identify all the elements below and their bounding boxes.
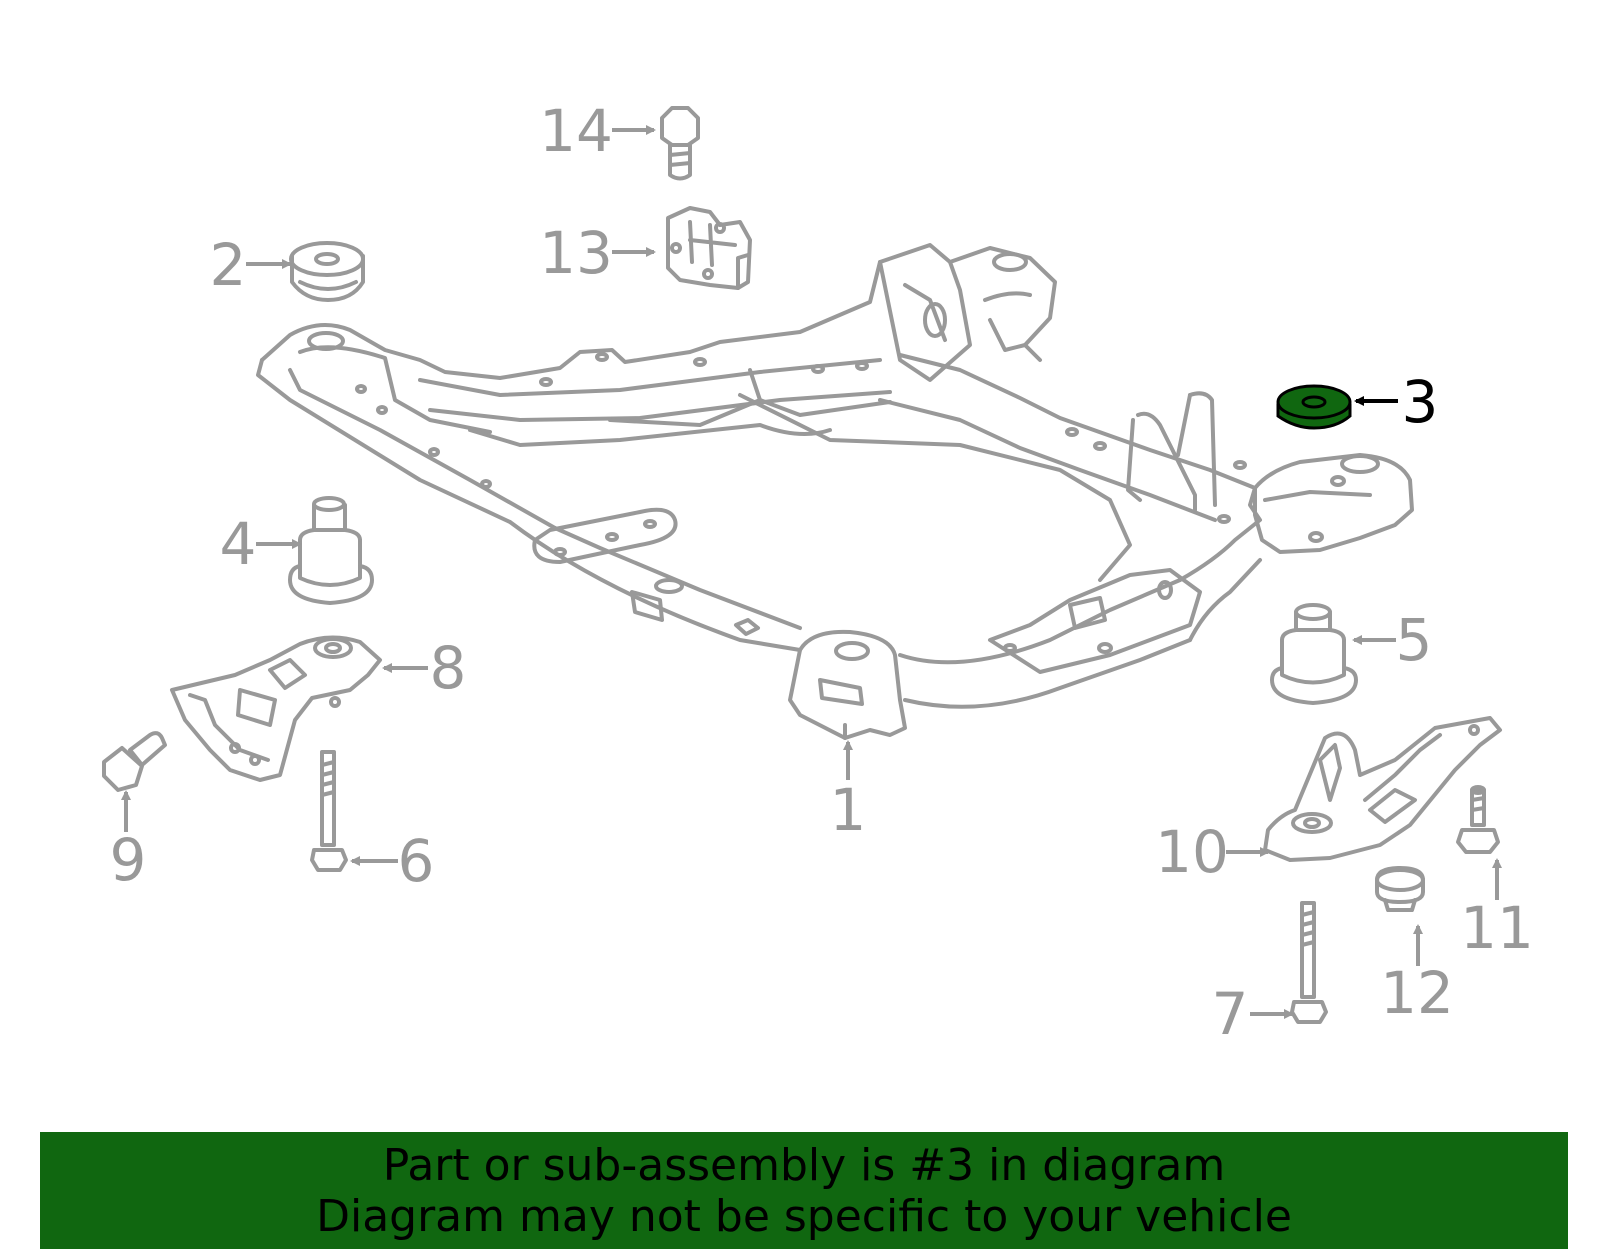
callout-label-5: 5 xyxy=(1396,606,1433,674)
bolt-part-14[interactable] xyxy=(660,106,700,181)
callout-label-12: 12 xyxy=(1380,959,1454,1027)
callout-label-3: 3 xyxy=(1402,368,1439,436)
bushing-part-5[interactable] xyxy=(1270,603,1358,705)
callout-label-7: 7 xyxy=(1212,980,1249,1048)
banner-line-2: Diagram may not be specific to your vehi… xyxy=(316,1190,1292,1242)
callout-label-10: 10 xyxy=(1155,818,1229,886)
nut-part-12[interactable] xyxy=(1375,866,1425,912)
banner-line-1: Part or sub-assembly is #3 in diagram xyxy=(382,1139,1226,1191)
callout-label-11: 11 xyxy=(1460,894,1534,962)
callout-label-13: 13 xyxy=(539,219,613,287)
callout-label-6: 6 xyxy=(398,827,435,895)
insulator-part-3[interactable] xyxy=(1276,384,1352,430)
bracket-part-8[interactable] xyxy=(170,635,382,782)
callout-arrows xyxy=(121,125,1502,1019)
bolt-part-7[interactable] xyxy=(1290,901,1328,1024)
bracket-part-13[interactable] xyxy=(666,206,752,290)
callout-label-9: 9 xyxy=(110,826,147,894)
info-banner: Part or sub-assembly is #3 in diagram Di… xyxy=(40,1132,1568,1249)
callout-label-1: 1 xyxy=(830,776,867,844)
bushing-part-2[interactable] xyxy=(289,241,365,302)
callout-label-14: 14 xyxy=(539,97,613,165)
bolt-part-11[interactable] xyxy=(1456,785,1500,854)
callout-label-4: 4 xyxy=(220,510,257,578)
callout-labels: 1 2 3 4 5 6 7 8 9 10 11 12 13 14 xyxy=(110,97,1534,1048)
bushing-part-4[interactable] xyxy=(288,496,374,605)
bracket-part-10[interactable] xyxy=(1263,716,1502,862)
crossmember-part-1[interactable] xyxy=(256,243,1414,740)
callout-label-2: 2 xyxy=(210,231,247,299)
bolt-part-6[interactable] xyxy=(310,750,348,872)
callout-label-8: 8 xyxy=(430,634,467,702)
bolt-part-9[interactable] xyxy=(102,731,167,792)
